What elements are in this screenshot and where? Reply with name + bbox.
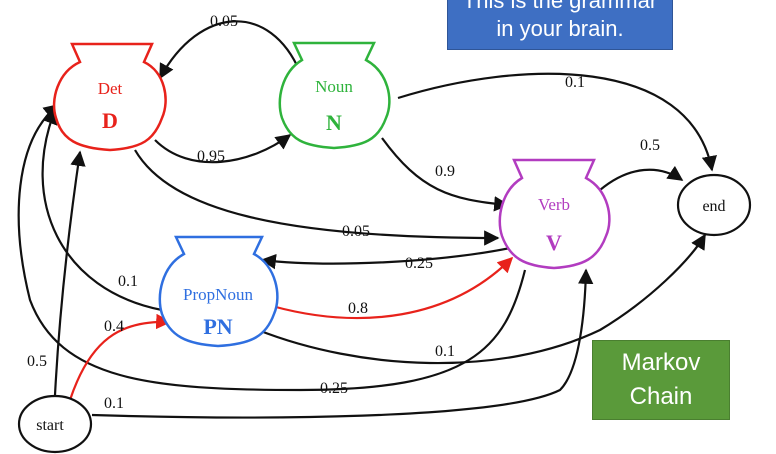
edge-label-v-to-pn: 0.25 bbox=[405, 255, 433, 272]
edge-label-start-to-v: 0.1 bbox=[104, 395, 124, 412]
edge-start-to-det bbox=[53, 150, 86, 396]
edge-det-to-verb bbox=[134, 149, 500, 246]
edge-label-pn-to-d: 0.1 bbox=[118, 273, 138, 290]
edge-label-n-to-end: 0.1 bbox=[565, 74, 585, 91]
node-det: Det D bbox=[52, 42, 167, 152]
markov-chain-badge-line1: Markov bbox=[621, 349, 701, 376]
edge-propnoun-to-verb bbox=[271, 256, 514, 320]
edge-start-to-verb bbox=[91, 268, 594, 419]
node-det-symbol: D bbox=[102, 108, 118, 133]
grammar-callout-line1: This is the grammar bbox=[462, 0, 658, 13]
edge-det-to-noun bbox=[154, 134, 292, 164]
node-det-name: Det bbox=[98, 79, 123, 98]
markov-chain-badge-line2: Chain bbox=[629, 383, 693, 410]
node-noun: Noun N bbox=[278, 41, 391, 150]
node-propnoun-symbol: PN bbox=[203, 314, 232, 339]
markov-chain-badge: Markov Chain bbox=[592, 340, 730, 420]
edge-noun-to-end bbox=[397, 72, 717, 172]
edge-verb-to-end bbox=[599, 165, 684, 191]
node-end: end bbox=[676, 173, 752, 237]
edge-propnoun-to-det bbox=[41, 108, 163, 312]
node-propnoun: PropNoun PN bbox=[158, 235, 279, 348]
edge-verb-to-propnoun bbox=[260, 246, 511, 270]
edge-label-start-to-d: 0.5 bbox=[27, 353, 47, 370]
edge-label-v-to-d: 0.25 bbox=[320, 380, 348, 397]
node-propnoun-name: PropNoun bbox=[183, 285, 253, 304]
node-end-label: end bbox=[702, 198, 725, 215]
edge-label-start-to-pn: 0.4 bbox=[104, 318, 124, 335]
node-noun-name: Noun bbox=[315, 77, 353, 96]
edge-label-d-to-v: 0.05 bbox=[342, 223, 370, 240]
edge-noun-to-det bbox=[159, 20, 302, 80]
node-start-label: start bbox=[36, 417, 64, 434]
edge-propnoun-to-end bbox=[257, 233, 706, 365]
node-verb-name: Verb bbox=[538, 195, 570, 214]
edge-start-to-propnoun bbox=[68, 313, 172, 401]
edge-label-n-to-d: 0.05 bbox=[210, 13, 238, 30]
grammar-callout: This is the grammar in your brain. bbox=[447, 0, 673, 50]
node-verb-symbol: V bbox=[546, 230, 562, 255]
grammar-callout-line2: in your brain. bbox=[496, 16, 624, 41]
edge-verb-to-det bbox=[17, 104, 527, 392]
node-verb: Verb V bbox=[498, 158, 611, 270]
edge-label-pn-to-v: 0.8 bbox=[348, 300, 368, 317]
edge-label-n-to-v: 0.9 bbox=[435, 163, 455, 180]
edge-label-d-to-n: 0.95 bbox=[197, 148, 225, 165]
edge-label-pn-to-end: 0.1 bbox=[435, 343, 455, 360]
edge-noun-to-verb bbox=[381, 137, 510, 212]
edge-label-v-to-end: 0.5 bbox=[640, 137, 660, 154]
node-noun-symbol: N bbox=[326, 110, 342, 135]
node-start: start bbox=[17, 394, 93, 454]
